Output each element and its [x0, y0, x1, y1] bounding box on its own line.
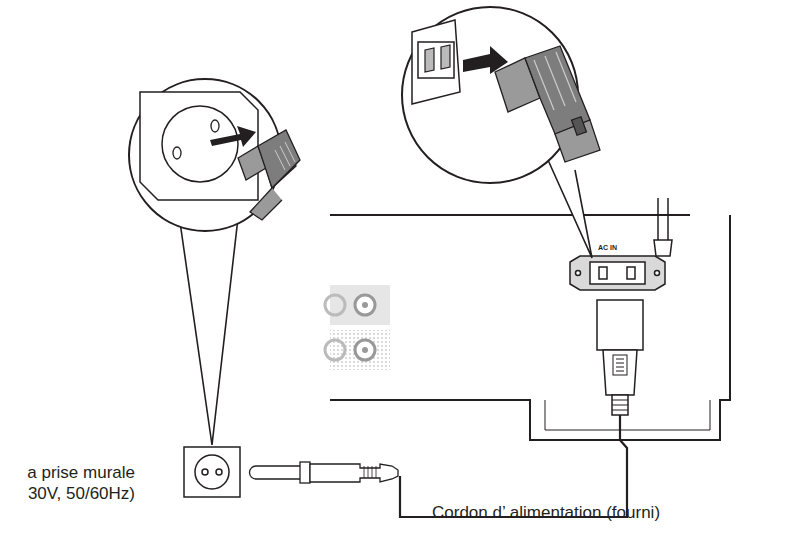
iec-plug	[597, 300, 643, 415]
power-cord	[400, 415, 627, 517]
magnifier-left	[129, 79, 300, 445]
rating-label: 30V, 50/60Hz)	[28, 484, 135, 504]
ac-inlet	[570, 256, 665, 290]
magnifier-right	[402, 7, 600, 258]
mains-plug	[250, 462, 398, 483]
antenna	[654, 198, 672, 256]
wall-socket	[184, 447, 240, 497]
destination-label: a prise murale	[27, 463, 135, 483]
terminals	[325, 285, 390, 370]
connector-label: AC IN	[598, 244, 617, 252]
cord-label: Cordon d’ alimentation (fourni)	[432, 503, 660, 523]
device-panel	[330, 215, 730, 440]
